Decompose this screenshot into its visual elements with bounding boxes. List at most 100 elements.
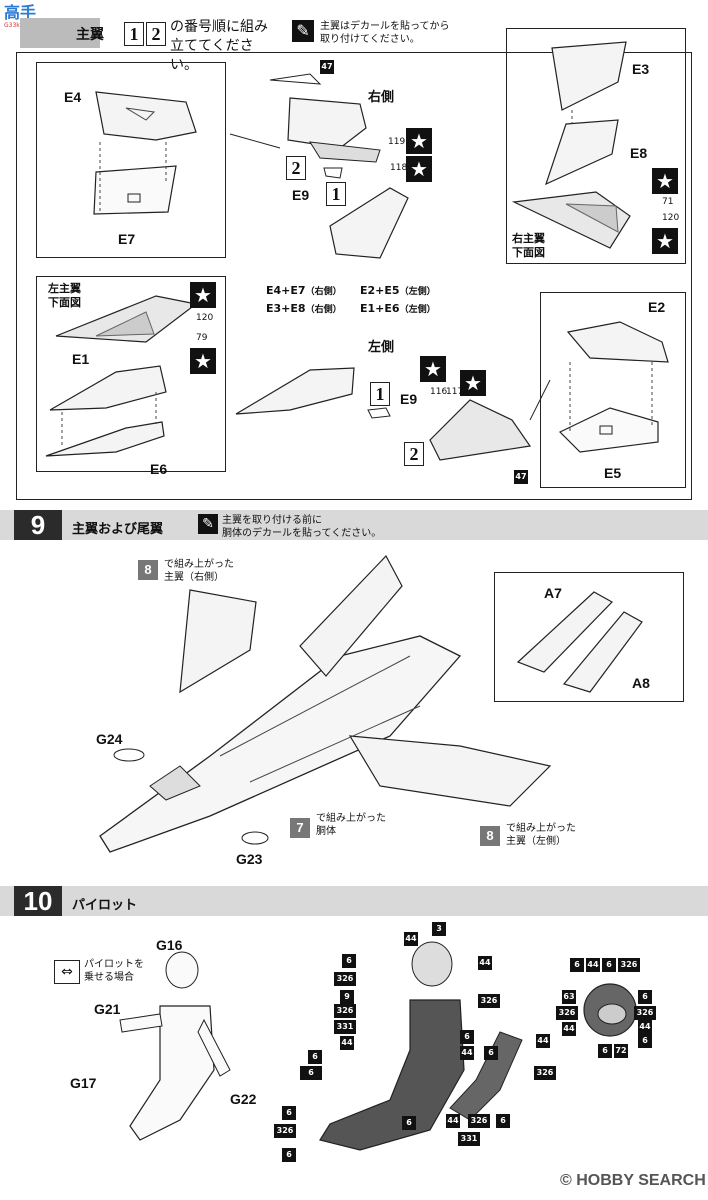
step-box-1: 1: [124, 22, 144, 46]
part-label-e1: E1: [72, 351, 90, 367]
aircraft-main-drawing: [99, 554, 552, 853]
star-decal-2: ★: [406, 156, 432, 182]
section10-band: [0, 886, 708, 916]
paint-44-c: 44: [478, 956, 492, 970]
decal-79: 79: [196, 333, 208, 343]
part-label-e2: E2: [648, 299, 666, 315]
paint-326-b: 326: [334, 1004, 356, 1018]
tail-a7-a8-drawing: [516, 591, 643, 693]
part-label-e9-left: E9: [400, 391, 418, 407]
paint-arm-44-b: 44: [446, 1114, 460, 1128]
inset-e3-e8: [506, 28, 686, 264]
paint-326-c: 326: [478, 994, 500, 1008]
section9-title: 主翼および尾翼: [72, 522, 164, 537]
part-label-e5: E5: [604, 465, 622, 481]
left-wing-assembly-drawing: [235, 367, 551, 461]
right-side-label: 右側: [368, 90, 395, 105]
paint-6-a: 6: [342, 954, 356, 968]
decal-120-left: 120: [196, 313, 214, 323]
star-decal-7: ★: [420, 356, 446, 382]
part-label-g16: G16: [156, 937, 183, 953]
paint-arm-6-b: 6: [496, 1114, 510, 1128]
decal-47-bottom: 47: [514, 470, 528, 484]
ref-text-left-wing: で組み上がった 主翼（左側）: [506, 823, 576, 847]
paint-6-d: 6: [282, 1106, 296, 1120]
canopy-g23-drawing: [241, 831, 269, 845]
part-label-g24: G24: [96, 731, 123, 747]
order-box-1-right: 1: [326, 182, 346, 206]
paint-helmet-6-c: 6: [598, 1044, 612, 1058]
pilot-painted-drawing: [319, 941, 523, 1151]
part-label-e6: E6: [150, 461, 168, 477]
wing-right-ref-drawing: [179, 589, 257, 694]
section8-band: [20, 18, 100, 48]
star-decal-8: ★: [460, 370, 486, 396]
order-box-1-left: 1: [370, 382, 390, 406]
inset-e1-e6: [36, 276, 226, 472]
decal-47-top: 47: [320, 60, 334, 74]
right-wing-assembly-drawing: [229, 73, 409, 259]
part-label-a7: A7: [544, 585, 562, 601]
right-under-view-label: 右主翼 下面図: [512, 232, 545, 259]
paint-arm-326-a: 326: [534, 1066, 556, 1080]
inset-a7-a8: [494, 572, 684, 702]
star-decal-5: ★: [190, 282, 216, 308]
star-decal-6: ★: [190, 348, 216, 374]
paint-44-d: 44: [460, 1046, 474, 1060]
pair-1: E4+E7（右側）: [266, 284, 342, 297]
paint-helmet-6-a: 6: [570, 958, 584, 972]
watermark: © HOBBY SEARCH: [560, 1172, 706, 1189]
section8-frame: [16, 52, 692, 500]
pilot-unpainted-drawing: [119, 951, 231, 1141]
section9-step-number: 9: [14, 510, 62, 540]
section9-band: [0, 510, 708, 540]
assembly-instruction: の番号順に組み立ててください。: [170, 19, 268, 73]
paint-44-b: 44: [404, 932, 418, 946]
ref-box-body: 7: [290, 818, 310, 838]
paint-helmet-44: 44: [586, 958, 600, 972]
paint-helmet-6-d: 6: [638, 990, 652, 1004]
paint-326-a: 326: [334, 972, 356, 986]
paint-helmet-6-b: 6: [602, 958, 616, 972]
pair-4: E1+E6（左側）: [360, 302, 436, 315]
paint-6-e: 6: [282, 1148, 296, 1162]
paint-helmet-63: 63: [562, 990, 576, 1004]
wing-e4-drawing: [93, 91, 197, 215]
wing-e2-e5-drawing: [558, 321, 669, 453]
decal-117: 117: [446, 387, 464, 397]
paint-9: 9: [340, 990, 354, 1004]
part-label-a8: A8: [632, 675, 650, 691]
paint-44-a: 44: [340, 1036, 354, 1050]
part-label-e3: E3: [632, 61, 650, 77]
part-label-g22: G22: [230, 1091, 257, 1107]
helmet-painted-drawing: [583, 983, 637, 1037]
left-under-view-label: 左主翼 下面図: [48, 282, 81, 309]
part-label-e9-right: E9: [292, 187, 310, 203]
wing-e3-e8-drawing: [511, 41, 631, 249]
step-box-2: 2: [146, 22, 166, 46]
left-side-label: 左側: [368, 340, 395, 355]
order-box-2-right: 2: [286, 156, 306, 180]
section8-title: 主翼: [76, 27, 104, 43]
part-label-g21: G21: [94, 1001, 121, 1017]
paint-331-a: 331: [334, 1020, 356, 1034]
star-decal-3: ★: [652, 168, 678, 194]
decal-icon-9: ✎: [198, 514, 218, 534]
part-label-e7: E7: [118, 231, 136, 247]
decal-71: 71: [662, 197, 674, 207]
decal-icon: ✎: [292, 20, 314, 42]
paint-326-d: 6: [300, 1066, 322, 1080]
order-box-2-left: 2: [404, 442, 424, 466]
paint-6-b: 6: [460, 1030, 474, 1044]
section9-decal-note: 主翼を取り付ける前に 胴体のデカールを貼ってください。: [222, 515, 382, 539]
paint-helmet-72: 72: [614, 1044, 628, 1058]
paint-helmet-326-a: 326: [618, 958, 640, 972]
decal-120-right: 120: [662, 213, 680, 223]
logo-top: 高手: [4, 3, 37, 22]
part-label-e8: E8: [630, 145, 648, 161]
inset-e2-e5: [540, 292, 686, 488]
pilot-option-note: パイロットを 乗せる場合: [84, 959, 144, 983]
ref-text-right-wing: で組み上がった 主翼（右側）: [164, 559, 234, 583]
paint-helmet-326-c: 326: [634, 1006, 656, 1020]
star-decal-1: ★: [406, 128, 432, 154]
